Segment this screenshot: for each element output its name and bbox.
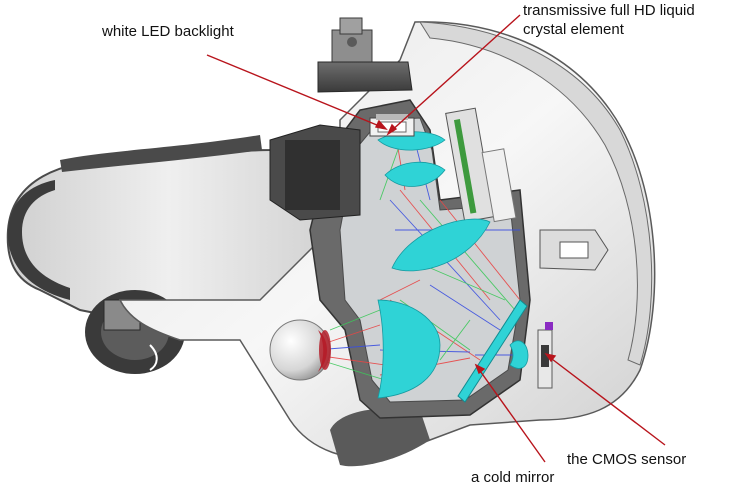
lens-group — [377, 131, 529, 399]
side-circuit-board — [445, 107, 517, 223]
label-lcd-line-1: transmissive full HD liquid — [523, 2, 695, 19]
eyeball — [269, 319, 331, 381]
label-cold-mirror: a cold mirror — [471, 469, 555, 486]
leader-cmos — [547, 355, 666, 446]
lens-3 — [391, 218, 491, 272]
lens-4 — [377, 299, 441, 399]
strap-band — [60, 135, 262, 172]
chin-piece — [330, 408, 430, 467]
leader-mirror — [477, 367, 546, 463]
rear-strap-rim — [7, 180, 70, 300]
leader-lcd — [389, 14, 521, 133]
lens-5 — [509, 340, 529, 369]
label-cmos-sensor: the CMOS sensor — [567, 451, 687, 468]
front-housing-edge — [419, 21, 653, 366]
light-rays — [314, 129, 521, 381]
cold-mirror-plate — [457, 299, 528, 403]
label-lcd-element: transmissive full HD liquid crystal elem… — [523, 1, 695, 39]
leader-backlight — [206, 54, 385, 129]
label-white-led-backlight: white LED backlight — [102, 23, 234, 40]
callout-leaders — [206, 14, 666, 463]
lens-2 — [384, 161, 446, 187]
top-fan-unit — [317, 17, 413, 93]
label-lcd-line-2: crystal element — [523, 21, 624, 38]
